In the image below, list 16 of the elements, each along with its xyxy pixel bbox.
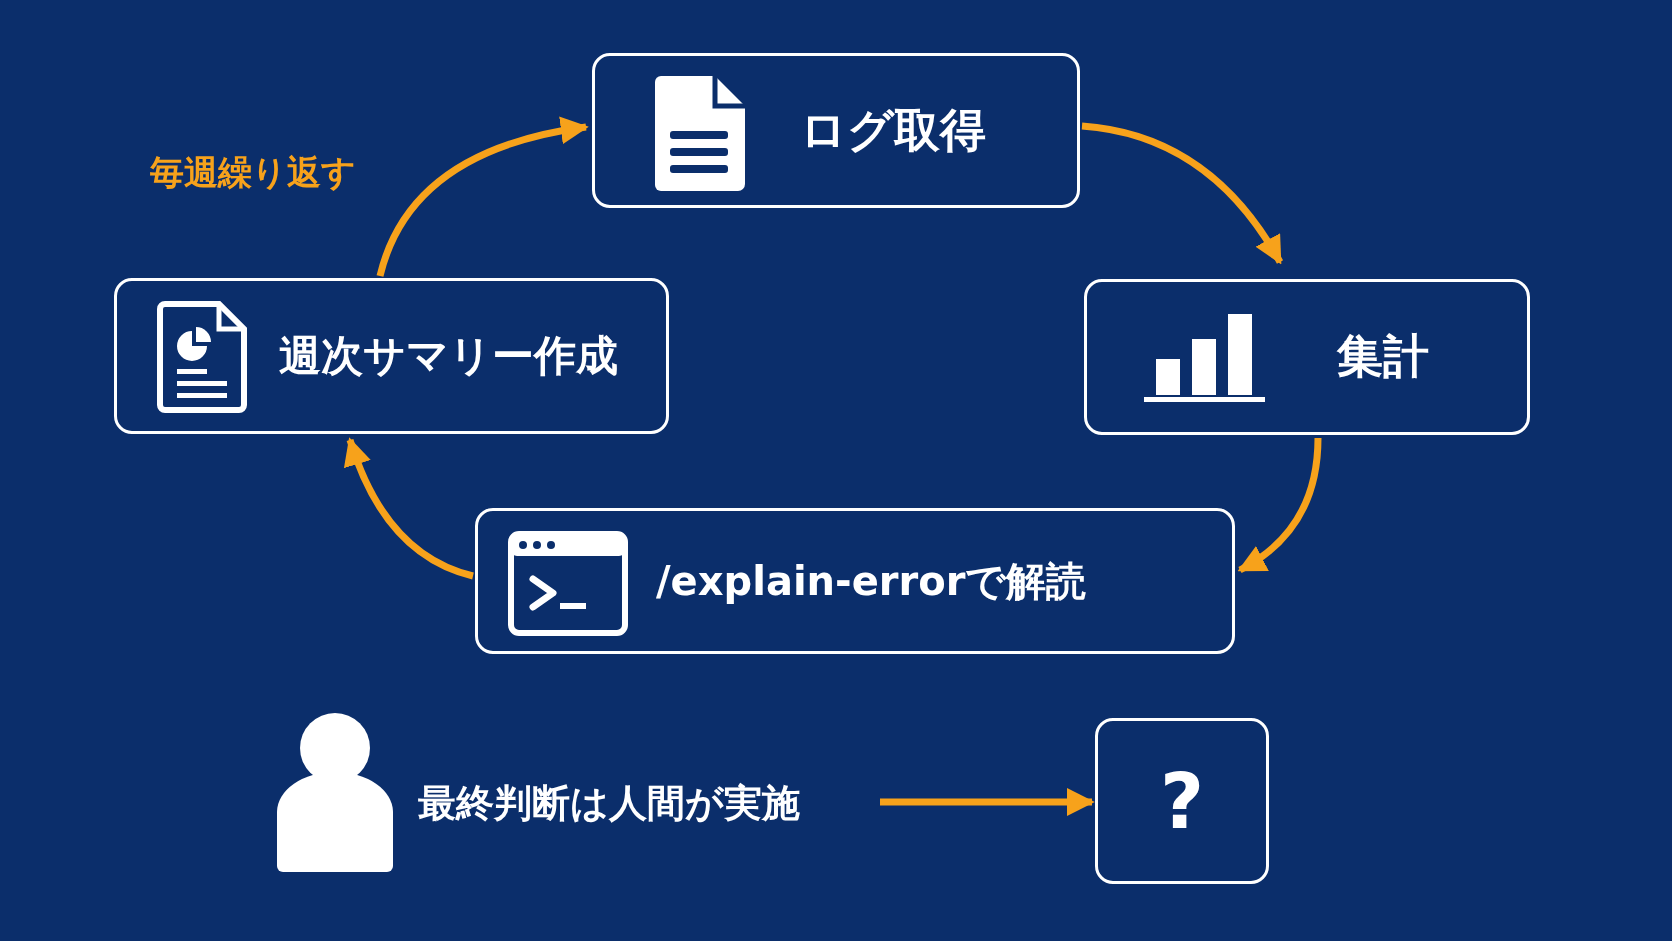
node-label: 週次サマリー作成 <box>279 330 618 382</box>
node-label: 集計 <box>1337 328 1429 385</box>
node-label: ログ取得 <box>800 101 986 159</box>
cycle-note: 毎週繰り返す <box>150 151 356 194</box>
node-label: ? <box>1159 756 1205 846</box>
process-box <box>1095 718 1269 884</box>
process-box <box>114 278 669 434</box>
process-box <box>592 53 1080 208</box>
process-box <box>1084 279 1530 435</box>
flow-arrow <box>1237 437 1322 574</box>
flow-arrow <box>1081 122 1283 265</box>
node-label: /explain-errorで解読 <box>656 556 1087 606</box>
flow-arrow <box>344 437 474 580</box>
process-box <box>475 508 1235 654</box>
flow-arrow <box>376 117 589 277</box>
note-text: 最終判断は人間が実施 <box>418 779 800 826</box>
